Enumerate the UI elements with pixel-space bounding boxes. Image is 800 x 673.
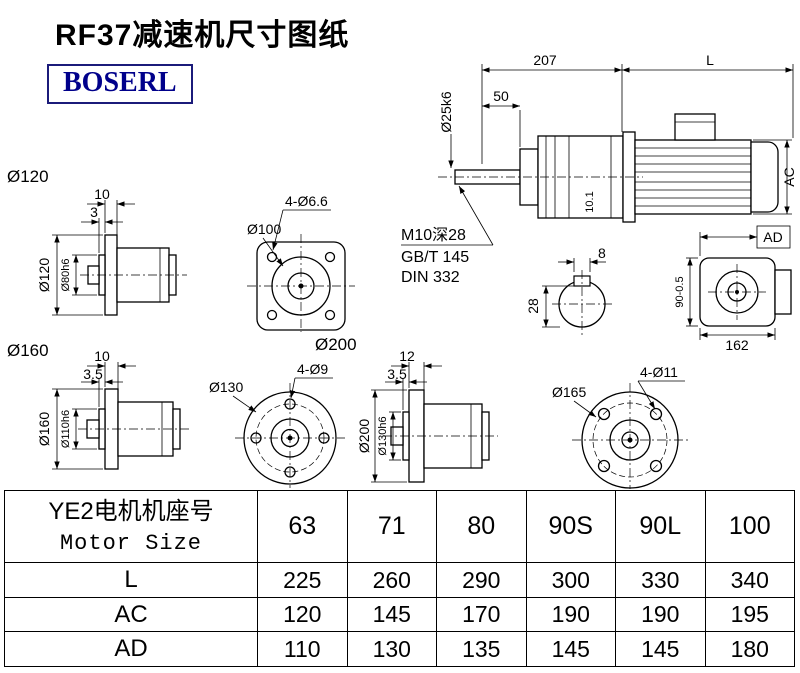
table-row-AC: AC 120 145 170 190 190 195 (4, 597, 795, 632)
dim-12-label: 12 (399, 348, 415, 364)
size-cell: 100 (704, 490, 795, 563)
value-cell: 260 (346, 562, 437, 598)
value-cell: 145 (525, 631, 616, 667)
dim-key-depth-label: 28 (525, 298, 541, 314)
value-cell: 180 (704, 631, 795, 667)
flange200-dimensions: 12 3.5 Ø200 Ø130h6 (356, 348, 442, 483)
dim-holes-66-label: 4-Ø6.6 (285, 193, 328, 209)
flange165-drawing: 4-Ø11 Ø165 (552, 364, 688, 489)
row-label: L (4, 562, 258, 598)
dim-d110-label: Ø110h6 (60, 410, 72, 448)
dim-shaft-diameter-label: Ø25k6 (438, 91, 454, 132)
dim-holes-11-label: 4-Ø11 (640, 364, 678, 380)
note-m10-label: M10深28 (401, 226, 466, 244)
dim-AC-label: AC (781, 167, 797, 186)
dim-AD-label: AD (763, 229, 782, 245)
dim-10-label: 10 (94, 348, 110, 364)
size-cell: 80 (436, 490, 527, 563)
dim-d160-label: Ø160 (36, 412, 52, 446)
dim-d100-label: Ø100 (247, 221, 281, 237)
value-cell: 340 (704, 562, 795, 598)
section-label-120: Ø120 (7, 167, 49, 186)
flange160-dimensions: 10 3.5 Ø160 Ø110h6 (36, 348, 136, 470)
dim-207-label: 207 (533, 52, 557, 68)
flange160-drawing: Ø160 10 3.5 Ø160 Ø110h6 (7, 341, 192, 470)
table-row-AD: AD 110 130 135 145 145 180 (4, 631, 795, 667)
value-cell: 145 (346, 597, 437, 632)
dim-d130h6-label: Ø130h6 (377, 416, 389, 455)
motor-end-view-drawing: AD 90-0.5 162 (674, 225, 792, 353)
section-label-200: Ø200 (315, 335, 357, 354)
dim-d120-label: Ø120 (36, 258, 52, 292)
dim-50-label: 50 (493, 88, 509, 104)
tapped-hole-notes: M10深28 GB/T 145 DIN 332 (401, 185, 494, 286)
flange120-drawing: Ø120 10 3 Ø120 Ø80h6 (7, 167, 187, 316)
square-flange-dimensions: 4-Ø6.6 Ø100 (247, 193, 331, 267)
size-cell: 63 (257, 490, 348, 563)
value-cell: 190 (615, 597, 706, 632)
value-cell: 225 (257, 562, 348, 598)
dim-key-label: 10.1 (584, 191, 596, 212)
value-cell: 110 (257, 631, 348, 667)
motor-size-header-cell: YE2电机机座号 Motor Size (4, 490, 258, 563)
note-gbt-label: GB/T 145 (401, 249, 469, 266)
note-din-label: DIN 332 (401, 269, 460, 286)
dim-35-label: 3.5 (83, 366, 103, 382)
size-cell: 90S (525, 490, 616, 563)
value-cell: 145 (615, 631, 706, 667)
dim-35-label: 3.5 (387, 366, 407, 382)
square-flange-drawing: 4-Ø6.6 Ø100 (247, 193, 355, 332)
value-cell: 190 (525, 597, 616, 632)
value-cell: 300 (525, 562, 616, 598)
terminal-box (774, 269, 792, 315)
flange130-drawing: Ø200 4-Ø9 Ø130 (209, 335, 357, 488)
value-cell: 330 (615, 562, 706, 598)
dim-3-label: 3 (90, 204, 98, 220)
row-label: AC (4, 597, 258, 632)
table-header-row: YE2电机机座号 Motor Size 63 71 80 90S 90L 100 (4, 490, 795, 563)
header-en: Motor Size (59, 530, 203, 556)
size-cell: 71 (346, 490, 437, 563)
value-cell: 195 (704, 597, 795, 632)
section-label-160: Ø160 (7, 341, 49, 360)
dim-d130-label: Ø130 (209, 379, 243, 395)
dim-d200-label: Ø200 (356, 419, 372, 453)
size-cell: 90L (615, 490, 706, 563)
row-label: AD (4, 631, 258, 667)
motor-size-table: YE2电机机座号 Motor Size 63 71 80 90S 90L 100… (4, 490, 795, 667)
value-cell: 170 (436, 597, 527, 632)
flange120-dimensions: 10 3 Ø120 Ø80h6 (36, 186, 135, 316)
main-dimensions: 207 L 50 Ø25k6 10.1 AC (438, 52, 797, 215)
flange200-drawing: 12 3.5 Ø200 Ø130h6 (356, 348, 498, 483)
page-title: RF37减速机尺寸图纸 (55, 19, 350, 52)
dim-162-label: 162 (725, 337, 749, 353)
flange165-dimensions: 4-Ø11 Ø165 (552, 364, 685, 418)
gearmotor-outline (454, 113, 779, 223)
dim-d80-label: Ø80h6 (60, 258, 72, 291)
value-cell: 130 (346, 631, 437, 667)
shaft-section-dimensions: 8 28 (525, 245, 606, 328)
end-view-dimensions: AD 90-0.5 162 (674, 225, 791, 353)
dim-key-width-label: 8 (598, 245, 606, 261)
dim-holes-9-label: 4-Ø9 (297, 361, 328, 377)
header-zh: YE2电机机座号 (48, 497, 214, 525)
value-cell: 120 (257, 597, 348, 632)
brand-logo: BOSERL (47, 64, 193, 104)
dim-90-label: 90-0.5 (674, 276, 686, 307)
main-assembly-drawing: 207 L 50 Ø25k6 10.1 AC M10深28 GB/T 145 D… (401, 52, 797, 286)
dim-L-label: L (706, 52, 714, 68)
value-cell: 135 (436, 631, 527, 667)
value-cell: 290 (436, 562, 527, 598)
shaft-section-drawing: 8 28 (525, 245, 612, 336)
flange130-dimensions: 4-Ø9 Ø130 (209, 361, 333, 413)
dim-10-label: 10 (94, 186, 110, 202)
dim-d165-label: Ø165 (552, 384, 586, 400)
table-row-L: L 225 260 290 300 330 340 (4, 562, 795, 598)
